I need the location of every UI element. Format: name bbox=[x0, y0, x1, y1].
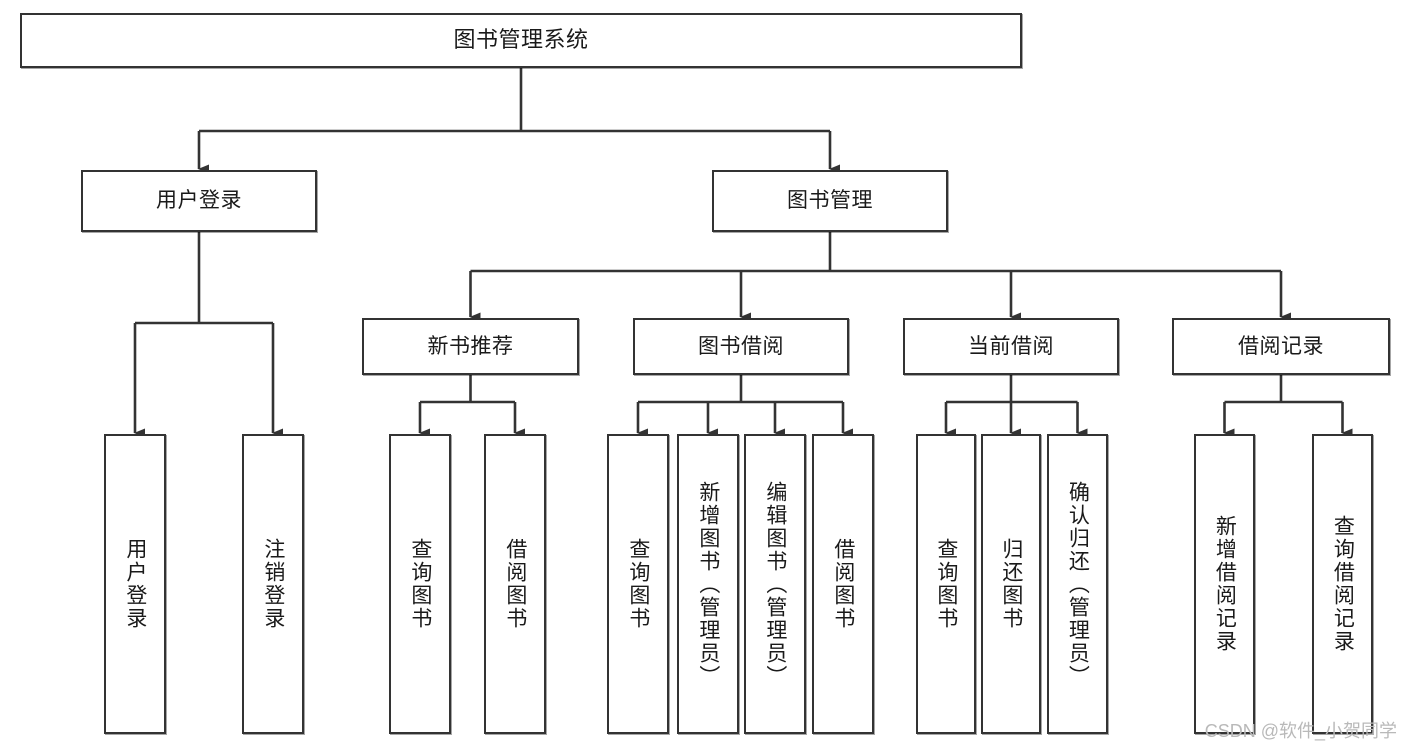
node-label: 编辑图书（管理员） bbox=[763, 480, 787, 688]
node-leaf-borrow-book-2[interactable]: 借阅图书 bbox=[812, 434, 874, 734]
node-leaf-query-book-1[interactable]: 查询图书 bbox=[389, 434, 451, 734]
node-leaf-user-logout[interactable]: 注销登录 bbox=[242, 434, 304, 734]
node-label: 查询图书 bbox=[626, 538, 650, 630]
node-label: 确认归还（管理员） bbox=[1066, 480, 1090, 688]
node-label: 用户登录 bbox=[156, 189, 242, 213]
node-current-loan[interactable]: 当前借阅 bbox=[903, 318, 1119, 375]
node-label: 新书推荐 bbox=[427, 334, 514, 358]
node-leaf-query-record[interactable]: 查询借阅记录 bbox=[1312, 434, 1373, 734]
node-label: 查询图书 bbox=[934, 538, 958, 630]
node-label: 新增借阅记录 bbox=[1213, 515, 1237, 653]
node-book-manage[interactable]: 图书管理 bbox=[712, 170, 948, 232]
node-root[interactable]: 图书管理系统 bbox=[20, 13, 1022, 68]
node-label: 图书管理系统 bbox=[453, 27, 589, 53]
node-leaf-query-book-2[interactable]: 查询图书 bbox=[607, 434, 669, 734]
node-user-login[interactable]: 用户登录 bbox=[81, 170, 317, 232]
node-leaf-user-login[interactable]: 用户登录 bbox=[104, 434, 166, 734]
node-leaf-borrow-book-1[interactable]: 借阅图书 bbox=[484, 434, 546, 734]
node-label: 用户登录 bbox=[123, 538, 147, 630]
csdn-watermark: CSDN @软件_小贺同学 bbox=[1204, 721, 1397, 741]
node-leaf-query-book-3[interactable]: 查询图书 bbox=[916, 434, 976, 734]
node-leaf-edit-book[interactable]: 编辑图书（管理员） bbox=[744, 434, 806, 734]
node-label: 查询图书 bbox=[408, 538, 432, 630]
node-new-book-rec[interactable]: 新书推荐 bbox=[362, 318, 579, 375]
node-label: 查询借阅记录 bbox=[1331, 515, 1355, 653]
node-leaf-return-book[interactable]: 归还图书 bbox=[981, 434, 1041, 734]
node-label: 归还图书 bbox=[999, 538, 1023, 630]
node-label: 借阅图书 bbox=[503, 538, 527, 630]
node-leaf-add-record[interactable]: 新增借阅记录 bbox=[1194, 434, 1255, 734]
node-label: 图书借阅 bbox=[698, 334, 784, 358]
node-label: 注销登录 bbox=[261, 538, 285, 630]
node-leaf-add-book[interactable]: 新增图书（管理员） bbox=[677, 434, 739, 734]
node-leaf-confirm-return[interactable]: 确认归还（管理员） bbox=[1047, 434, 1108, 734]
node-loan-record[interactable]: 借阅记录 bbox=[1172, 318, 1390, 375]
node-label: 借阅图书 bbox=[831, 538, 855, 630]
node-book-borrow[interactable]: 图书借阅 bbox=[633, 318, 849, 375]
node-label: 借阅记录 bbox=[1238, 334, 1324, 358]
node-label: 图书管理 bbox=[787, 189, 873, 213]
node-label: 新增图书（管理员） bbox=[696, 480, 720, 688]
node-label: 当前借阅 bbox=[968, 334, 1054, 358]
